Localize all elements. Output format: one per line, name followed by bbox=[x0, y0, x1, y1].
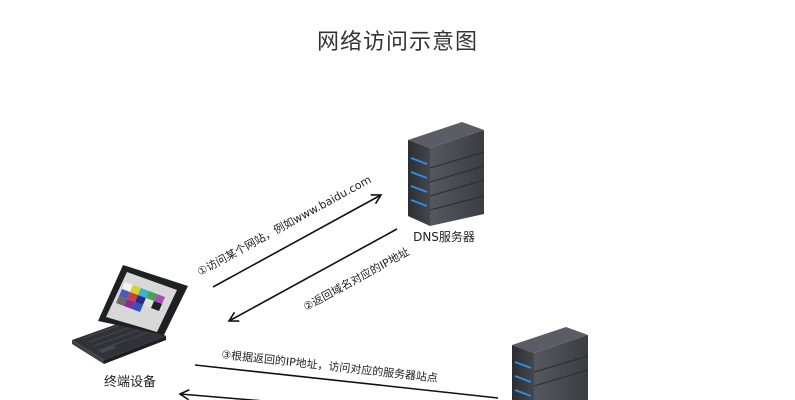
laptop-screen-display bbox=[106, 272, 177, 332]
step1-request-arrow bbox=[212, 194, 383, 288]
step2-response-arrow bbox=[227, 228, 398, 322]
dns-server-leds bbox=[410, 157, 428, 207]
web-server-leds bbox=[514, 361, 532, 397]
laptop-icon bbox=[72, 265, 188, 364]
terminal-device-label: 终端设备 bbox=[104, 374, 156, 390]
dns-server-icon bbox=[408, 122, 485, 226]
web-server-icon bbox=[512, 327, 589, 400]
step4-return-arrow bbox=[178, 389, 262, 400]
dns-server-label: DNS服务器 bbox=[413, 229, 475, 244]
step3-access-arrow bbox=[194, 364, 499, 399]
diagram-title: 网络访问示意图 bbox=[316, 30, 478, 55]
step2-label: ②返回域名对应的IP地址 bbox=[301, 244, 412, 313]
step1-label: ①访问某个网站，例如www.baidu.com bbox=[195, 172, 374, 278]
